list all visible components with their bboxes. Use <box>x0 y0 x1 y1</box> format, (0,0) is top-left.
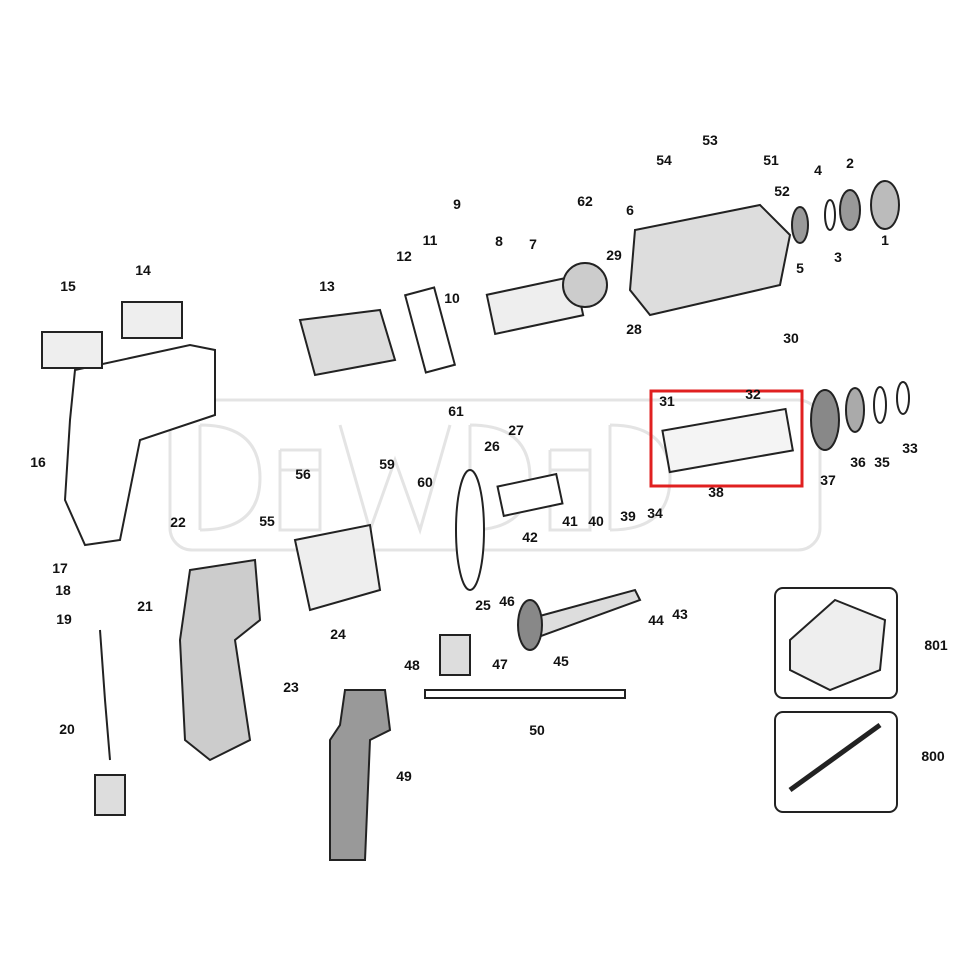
part-label-31: 31 <box>659 393 675 409</box>
part-label-44: 44 <box>648 612 664 628</box>
part-label-48: 48 <box>404 657 420 673</box>
part-label-4: 4 <box>814 162 822 178</box>
label-15 <box>41 331 103 369</box>
part-5 <box>791 206 809 244</box>
gear-housing <box>628 203 792 317</box>
part-25 <box>455 469 485 591</box>
part-label-56: 56 <box>295 466 311 482</box>
part-label-6: 6 <box>626 202 634 218</box>
part-label-62: 62 <box>577 193 593 209</box>
part-label-40: 40 <box>588 513 604 529</box>
part-label-45: 45 <box>553 653 569 669</box>
part-label-35: 35 <box>874 454 890 470</box>
highlight-box <box>649 389 804 488</box>
part-label-24: 24 <box>330 626 346 642</box>
part-label-52: 52 <box>774 183 790 199</box>
part-label-22: 22 <box>170 514 186 530</box>
part-label-9: 9 <box>453 196 461 212</box>
part-label-55: 55 <box>259 513 275 529</box>
part-label-26: 26 <box>484 438 500 454</box>
part-label-7: 7 <box>529 236 537 252</box>
part-label-11: 11 <box>422 232 438 248</box>
part-label-2: 2 <box>846 155 854 171</box>
part-label-30: 30 <box>783 330 799 346</box>
part-label-27: 27 <box>508 422 524 438</box>
part-label-50: 50 <box>529 722 545 738</box>
part-label-54: 54 <box>656 152 672 168</box>
part-label-39: 39 <box>620 508 636 524</box>
gear-62 <box>562 262 608 308</box>
part-label-10: 10 <box>444 290 460 306</box>
part-label-801: 801 <box>924 637 948 653</box>
part-label-20: 20 <box>59 721 75 737</box>
part-label-3: 3 <box>834 249 842 265</box>
part-3 <box>824 199 836 231</box>
part-48 <box>439 634 471 676</box>
part-label-53: 53 <box>702 132 718 148</box>
part-label-18: 18 <box>55 582 71 598</box>
case-801 <box>789 598 887 692</box>
label-14 <box>121 301 183 339</box>
part-label-32: 32 <box>745 386 761 402</box>
part-label-47: 47 <box>492 656 508 672</box>
part-label-49: 49 <box>396 768 412 784</box>
part-label-29: 29 <box>606 247 622 263</box>
part-label-46: 46 <box>499 593 515 609</box>
part-label-51: 51 <box>763 152 779 168</box>
rod-50 <box>424 689 626 699</box>
part-label-800: 800 <box>921 748 945 764</box>
handle <box>178 558 262 762</box>
stator <box>298 308 397 377</box>
part-label-17: 17 <box>52 560 68 576</box>
part-label-43: 43 <box>672 606 688 622</box>
part-label-28: 28 <box>626 321 642 337</box>
part-45-gear <box>517 599 543 651</box>
part-label-34: 34 <box>647 505 663 521</box>
part-label-60: 60 <box>417 474 433 490</box>
part-label-59: 59 <box>379 456 395 472</box>
part-2 <box>839 189 861 231</box>
housing-body <box>63 343 216 547</box>
part-42 <box>496 472 564 518</box>
part-label-21: 21 <box>137 598 153 614</box>
part-label-38: 38 <box>708 484 724 500</box>
part-label-19: 19 <box>56 611 72 627</box>
part-label-33: 33 <box>902 440 918 456</box>
part-label-41: 41 <box>562 513 578 529</box>
tool-800 <box>788 722 882 793</box>
part-label-36: 36 <box>850 454 866 470</box>
part-label-12: 12 <box>396 248 412 264</box>
part-36 <box>845 387 865 433</box>
part-label-23: 23 <box>283 679 299 695</box>
part-label-8: 8 <box>495 233 503 249</box>
part-label-15: 15 <box>60 278 76 294</box>
part-35 <box>873 386 887 424</box>
part-label-25: 25 <box>475 597 491 613</box>
part-label-37: 37 <box>820 472 836 488</box>
spindle <box>661 407 794 474</box>
part-label-5: 5 <box>796 260 804 276</box>
part-33 <box>896 381 910 415</box>
part-24 <box>293 523 382 612</box>
power-cord <box>99 629 111 761</box>
part-label-42: 42 <box>522 529 538 545</box>
part-label-16: 16 <box>30 454 46 470</box>
plug <box>94 774 126 816</box>
part-label-1: 1 <box>881 232 889 248</box>
part-label-61: 61 <box>448 403 464 419</box>
brush-plate <box>403 286 457 374</box>
part-label-14: 14 <box>135 262 151 278</box>
side-handle <box>329 689 392 861</box>
part-37 <box>810 389 840 451</box>
part-label-13: 13 <box>319 278 335 294</box>
part-1 <box>870 180 900 230</box>
